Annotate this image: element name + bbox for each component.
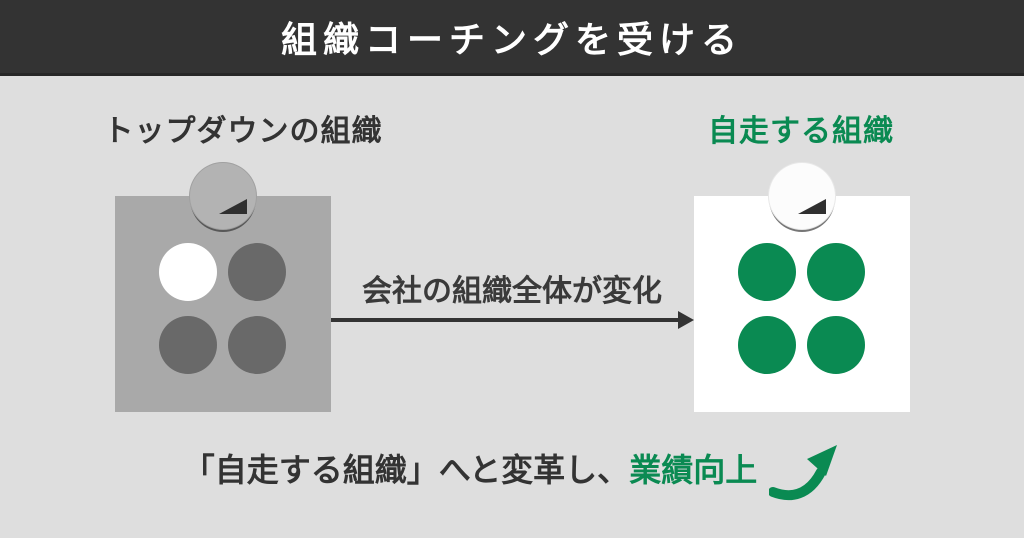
- right-org-box: [694, 196, 910, 412]
- footer-sentence: 「自走する組織」へと変革し、 業績向上: [0, 441, 1024, 501]
- page-title: 組織コーチングを受ける: [280, 18, 743, 60]
- left-org-label: トップダウンの組織: [103, 115, 383, 148]
- member-circle: [228, 243, 286, 301]
- member-circle: [228, 316, 286, 374]
- leader-triangle-icon: [219, 199, 247, 214]
- leader-triangle-icon: [798, 199, 826, 214]
- transition-label: 会社の組織全体が変化: [362, 275, 662, 308]
- footer-highlight: 業績向上: [629, 451, 758, 488]
- member-circle: [807, 243, 865, 301]
- right-leader-circle: [768, 162, 836, 230]
- left-org-box: [115, 196, 331, 412]
- member-circle: [807, 316, 865, 374]
- member-circle: [159, 316, 217, 374]
- member-circle: [159, 243, 217, 301]
- growth-arrow-icon: [769, 445, 838, 501]
- member-circle: [738, 243, 796, 301]
- left-leader-circle: [189, 162, 257, 230]
- footer-text: 「自走する組織」へと変革し、: [182, 451, 630, 488]
- transition-arrow: [331, 318, 678, 322]
- header-bar: 組織コーチングを受ける: [0, 0, 1024, 76]
- member-circle: [738, 316, 796, 374]
- right-org-label: 自走する組織: [708, 115, 894, 148]
- transition-arrow-head-icon: [678, 311, 694, 329]
